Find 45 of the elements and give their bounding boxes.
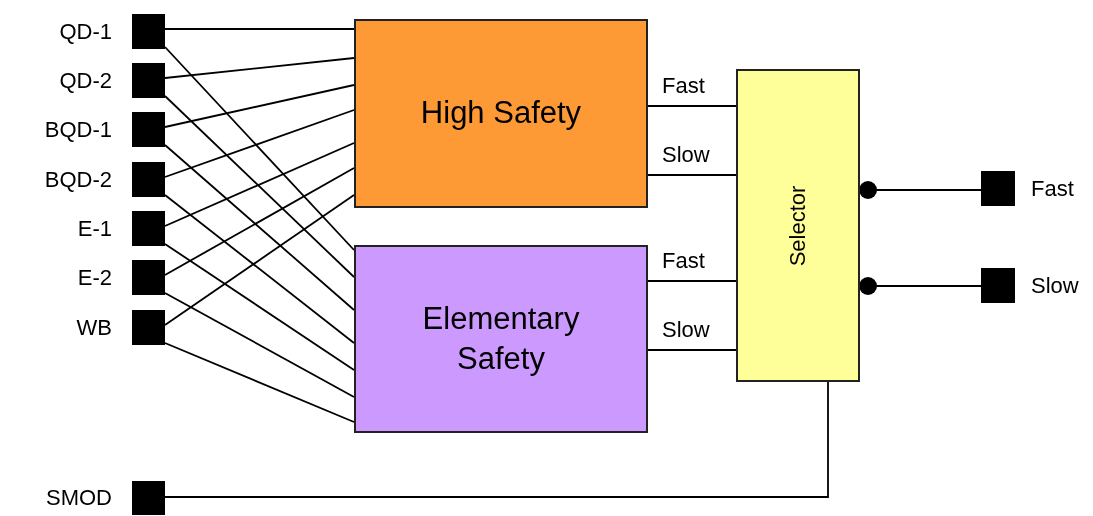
connector-line — [164, 57, 355, 79]
terminal-label: BQD-1 — [44, 116, 112, 143]
connector-line — [164, 167, 355, 276]
terminal-label: Fast — [1031, 175, 1074, 202]
terminal-square — [132, 310, 165, 345]
terminal-label: SMOD — [46, 485, 112, 511]
connector-line — [164, 109, 355, 178]
connector-line — [859, 181, 982, 199]
connector-line — [164, 243, 355, 371]
connector-line — [647, 349, 737, 351]
terminal-square — [132, 112, 165, 147]
terminal-square — [132, 481, 165, 515]
connector-line — [647, 174, 737, 176]
terminal-label: WB — [76, 314, 112, 341]
box-title: High Safety — [419, 94, 583, 133]
terminal-square — [132, 260, 165, 295]
terminal-square — [132, 14, 165, 49]
connector-line — [647, 105, 737, 107]
terminal-label: QD-1 — [59, 18, 112, 45]
connector-line — [164, 292, 355, 398]
terminal-square — [132, 63, 165, 98]
box-title: Selector — [785, 185, 811, 266]
terminal-square — [981, 171, 1015, 206]
connector-line — [859, 277, 982, 295]
terminal-square — [132, 162, 165, 197]
connector-line — [164, 28, 355, 30]
box-title: Elementary Safety — [421, 299, 581, 378]
connector-line — [164, 342, 355, 423]
process-box — [354, 19, 648, 208]
terminal-label: E-2 — [77, 264, 112, 291]
terminal-label: E-1 — [77, 215, 112, 242]
connector-line — [164, 84, 355, 128]
process-box — [354, 245, 648, 433]
terminal-label: BQD-2 — [44, 166, 112, 193]
connector-line — [164, 95, 355, 278]
terminal-square — [981, 268, 1015, 303]
connector-line — [164, 144, 355, 311]
selector-box — [736, 69, 860, 382]
terminal-label: Slow — [1031, 272, 1079, 299]
connector-line — [164, 142, 355, 227]
terminal-square — [132, 211, 165, 246]
terminal-label: QD-2 — [59, 67, 112, 94]
connector-line — [164, 381, 829, 498]
connector-line — [647, 280, 737, 282]
connector-line — [164, 46, 355, 251]
